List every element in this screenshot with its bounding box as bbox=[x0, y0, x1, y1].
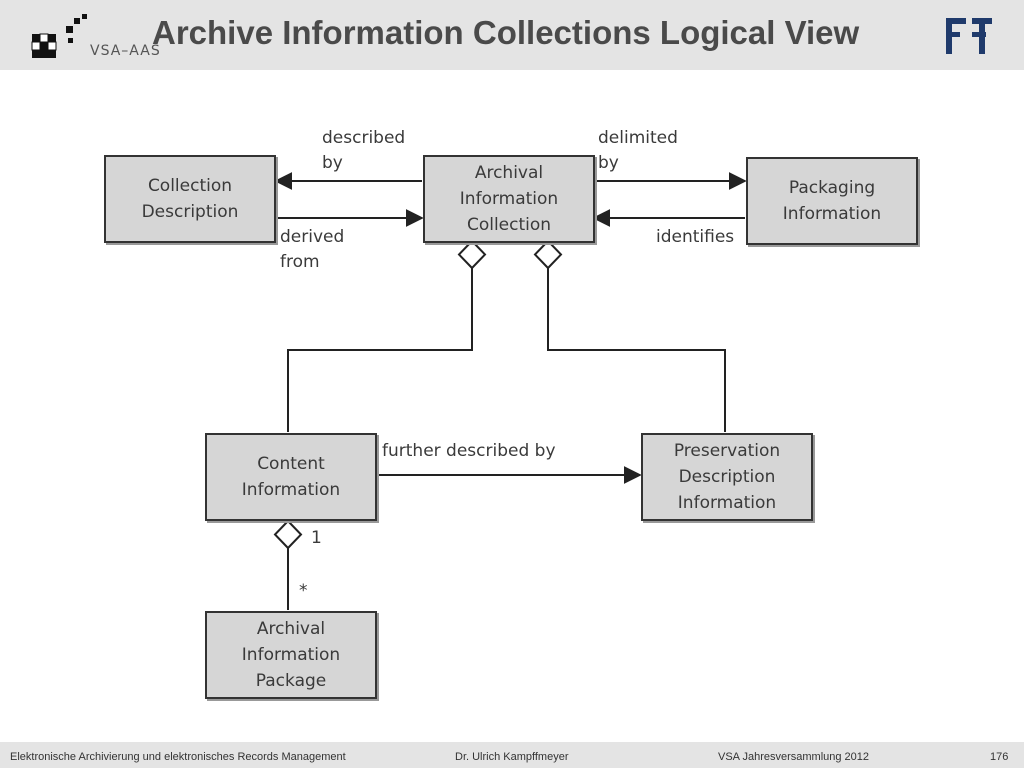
page-title: Archive Information Collections Logical … bbox=[152, 14, 860, 51]
label-further-described-by: further described by bbox=[382, 441, 556, 461]
box-label: Archival Information Package bbox=[241, 619, 341, 691]
brand-logo-icon bbox=[946, 18, 992, 54]
box-label: Collection Description bbox=[141, 176, 239, 222]
diamond-icon bbox=[457, 239, 487, 270]
box-label: Archival Information Collection bbox=[459, 163, 559, 235]
footer-bar: Elektronische Archivierung und elektroni… bbox=[0, 742, 1024, 768]
label-identifies: identifies bbox=[656, 227, 735, 247]
footer-center: Dr. Ulrich Kampffmeyer bbox=[455, 751, 569, 763]
aggregation-preservation bbox=[547, 268, 726, 432]
label-delimited-by: delimited by bbox=[598, 128, 678, 173]
footer-left: Elektronische Archivierung und elektroni… bbox=[10, 751, 346, 763]
logo-text: VSA–AAS bbox=[90, 43, 161, 59]
box-preservation-description-information: Preservation Description Information bbox=[641, 433, 813, 521]
vsa-logo-icon bbox=[31, 14, 87, 58]
label-described-by: described by bbox=[322, 128, 406, 173]
box-content-information: Content Information bbox=[205, 433, 377, 521]
box-archival-information-package: Archival Information Package bbox=[205, 611, 377, 699]
box-archival-information-collection: Archival Information Collection bbox=[423, 155, 595, 243]
label-derived-from: derived from bbox=[280, 227, 345, 272]
box-label: Packaging Information bbox=[782, 178, 882, 224]
footer-right: VSA Jahresversammlung 2012 bbox=[718, 751, 870, 763]
diamond-icon bbox=[273, 519, 303, 550]
aggregation-content bbox=[287, 268, 473, 432]
page-number: 176 bbox=[990, 751, 1009, 763]
box-collection-description: Collection Description bbox=[104, 155, 276, 243]
label-multiplicity-one: 1 bbox=[311, 528, 322, 548]
header-bar: VSA–AAS Archive Information Collections … bbox=[0, 0, 1024, 70]
box-label: Preservation Description Information bbox=[673, 441, 781, 513]
diamond-icon bbox=[533, 239, 563, 270]
label-multiplicity-many: * bbox=[299, 581, 308, 601]
box-label: Content Information bbox=[241, 454, 341, 500]
box-packaging-information: Packaging Information bbox=[746, 157, 918, 245]
